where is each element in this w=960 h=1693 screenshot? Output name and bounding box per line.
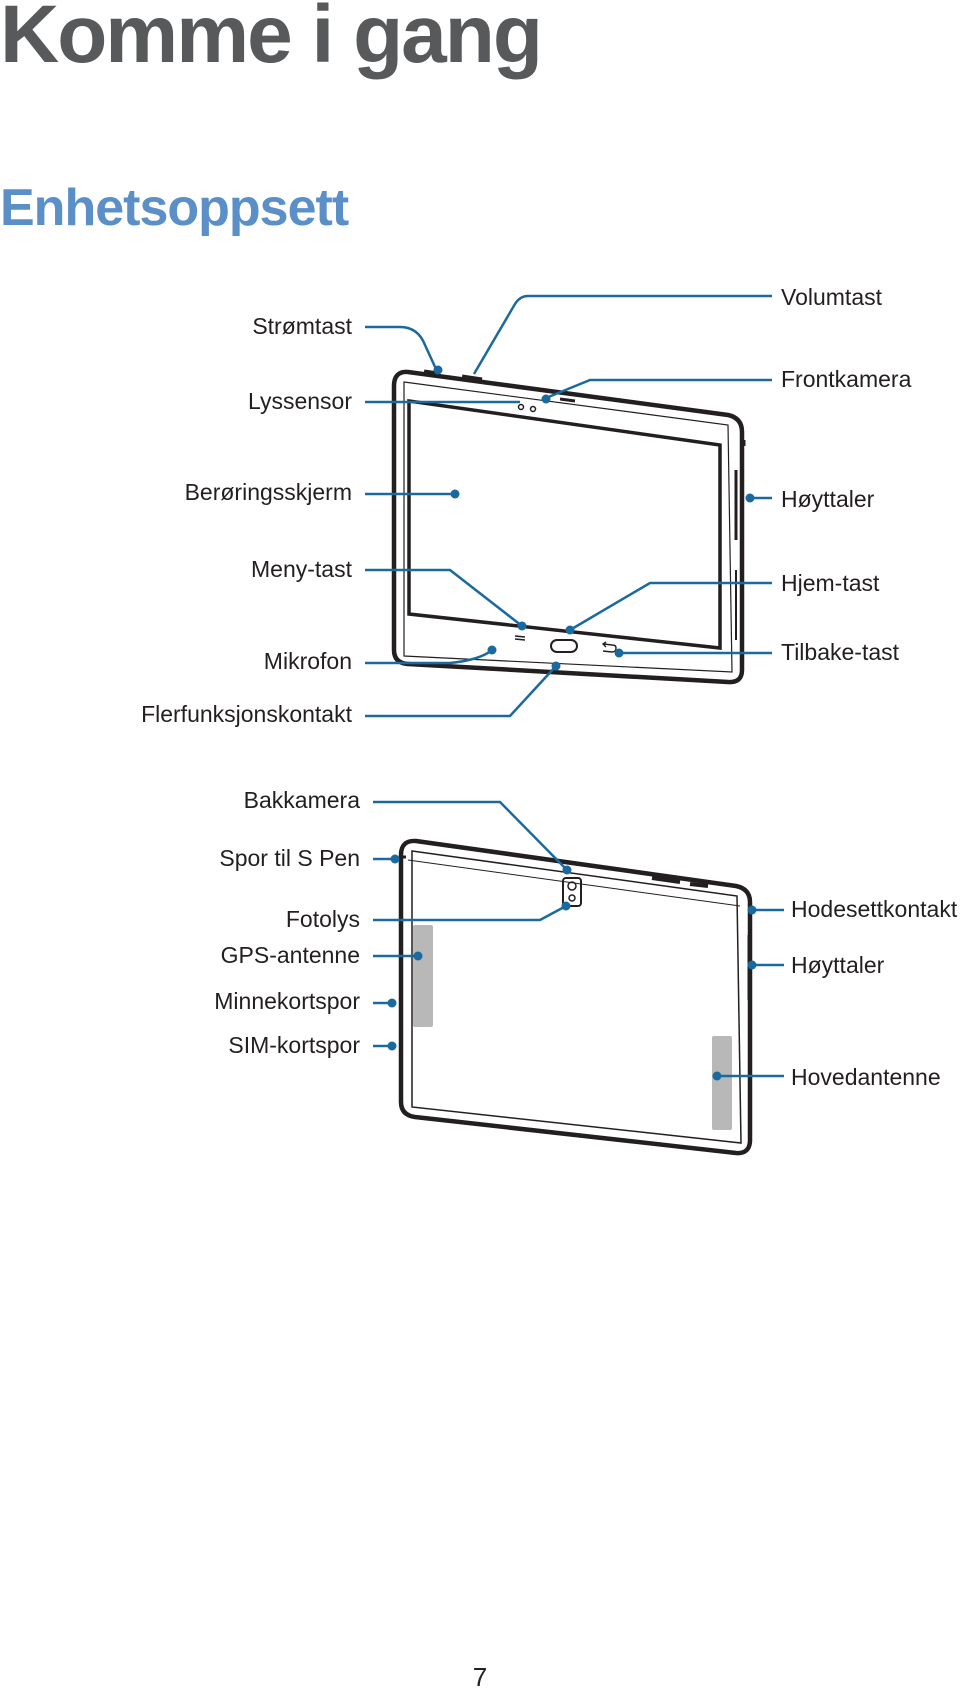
label-fotolys: Fotolys <box>285 906 360 932</box>
label-hoyttaler-front: Høyttaler <box>781 486 875 512</box>
label-tilbake-tast: Tilbake-tast <box>781 639 900 665</box>
back-callout-dots <box>387 854 757 1081</box>
label-flerfunksjonskontakt: Flerfunksjonskontakt <box>141 701 352 727</box>
tablet-back-view <box>398 838 753 1156</box>
label-lyssensor: Lyssensor <box>248 388 352 414</box>
page-title: Komme i gang <box>0 0 543 80</box>
label-meny-tast: Meny-tast <box>251 556 352 582</box>
label-hoyttaler-back: Høyttaler <box>791 952 885 978</box>
front-callout-dots <box>433 365 755 671</box>
section-heading: Enhetsoppsett <box>0 179 349 237</box>
label-gps-antenne: GPS-antenne <box>220 942 360 968</box>
label-mikrofon: Mikrofon <box>263 648 352 674</box>
tablet-front-view <box>391 369 746 685</box>
label-beroringsskjerm: Berøringsskjerm <box>184 479 352 505</box>
label-stromtast: Strømtast <box>252 313 352 339</box>
label-bakkamera: Bakkamera <box>243 787 360 813</box>
label-hodesettkontakt: Hodesettkontakt <box>791 896 958 922</box>
label-minnekortspor: Minnekortspor <box>214 988 360 1014</box>
back-callouts <box>373 800 784 1078</box>
label-volumtast: Volumtast <box>781 284 882 310</box>
main-antenna-area <box>712 1036 732 1130</box>
label-spor-s-pen: Spor til S Pen <box>219 845 360 871</box>
page-number: 7 <box>472 1662 488 1692</box>
gps-antenna-area <box>413 925 433 1027</box>
label-sim-kortspor: SIM-kortspor <box>228 1032 360 1058</box>
label-frontkamera: Frontkamera <box>781 366 912 392</box>
label-hovedantenne: Hovedantenne <box>791 1064 941 1090</box>
label-hjem-tast: Hjem-tast <box>781 570 880 596</box>
